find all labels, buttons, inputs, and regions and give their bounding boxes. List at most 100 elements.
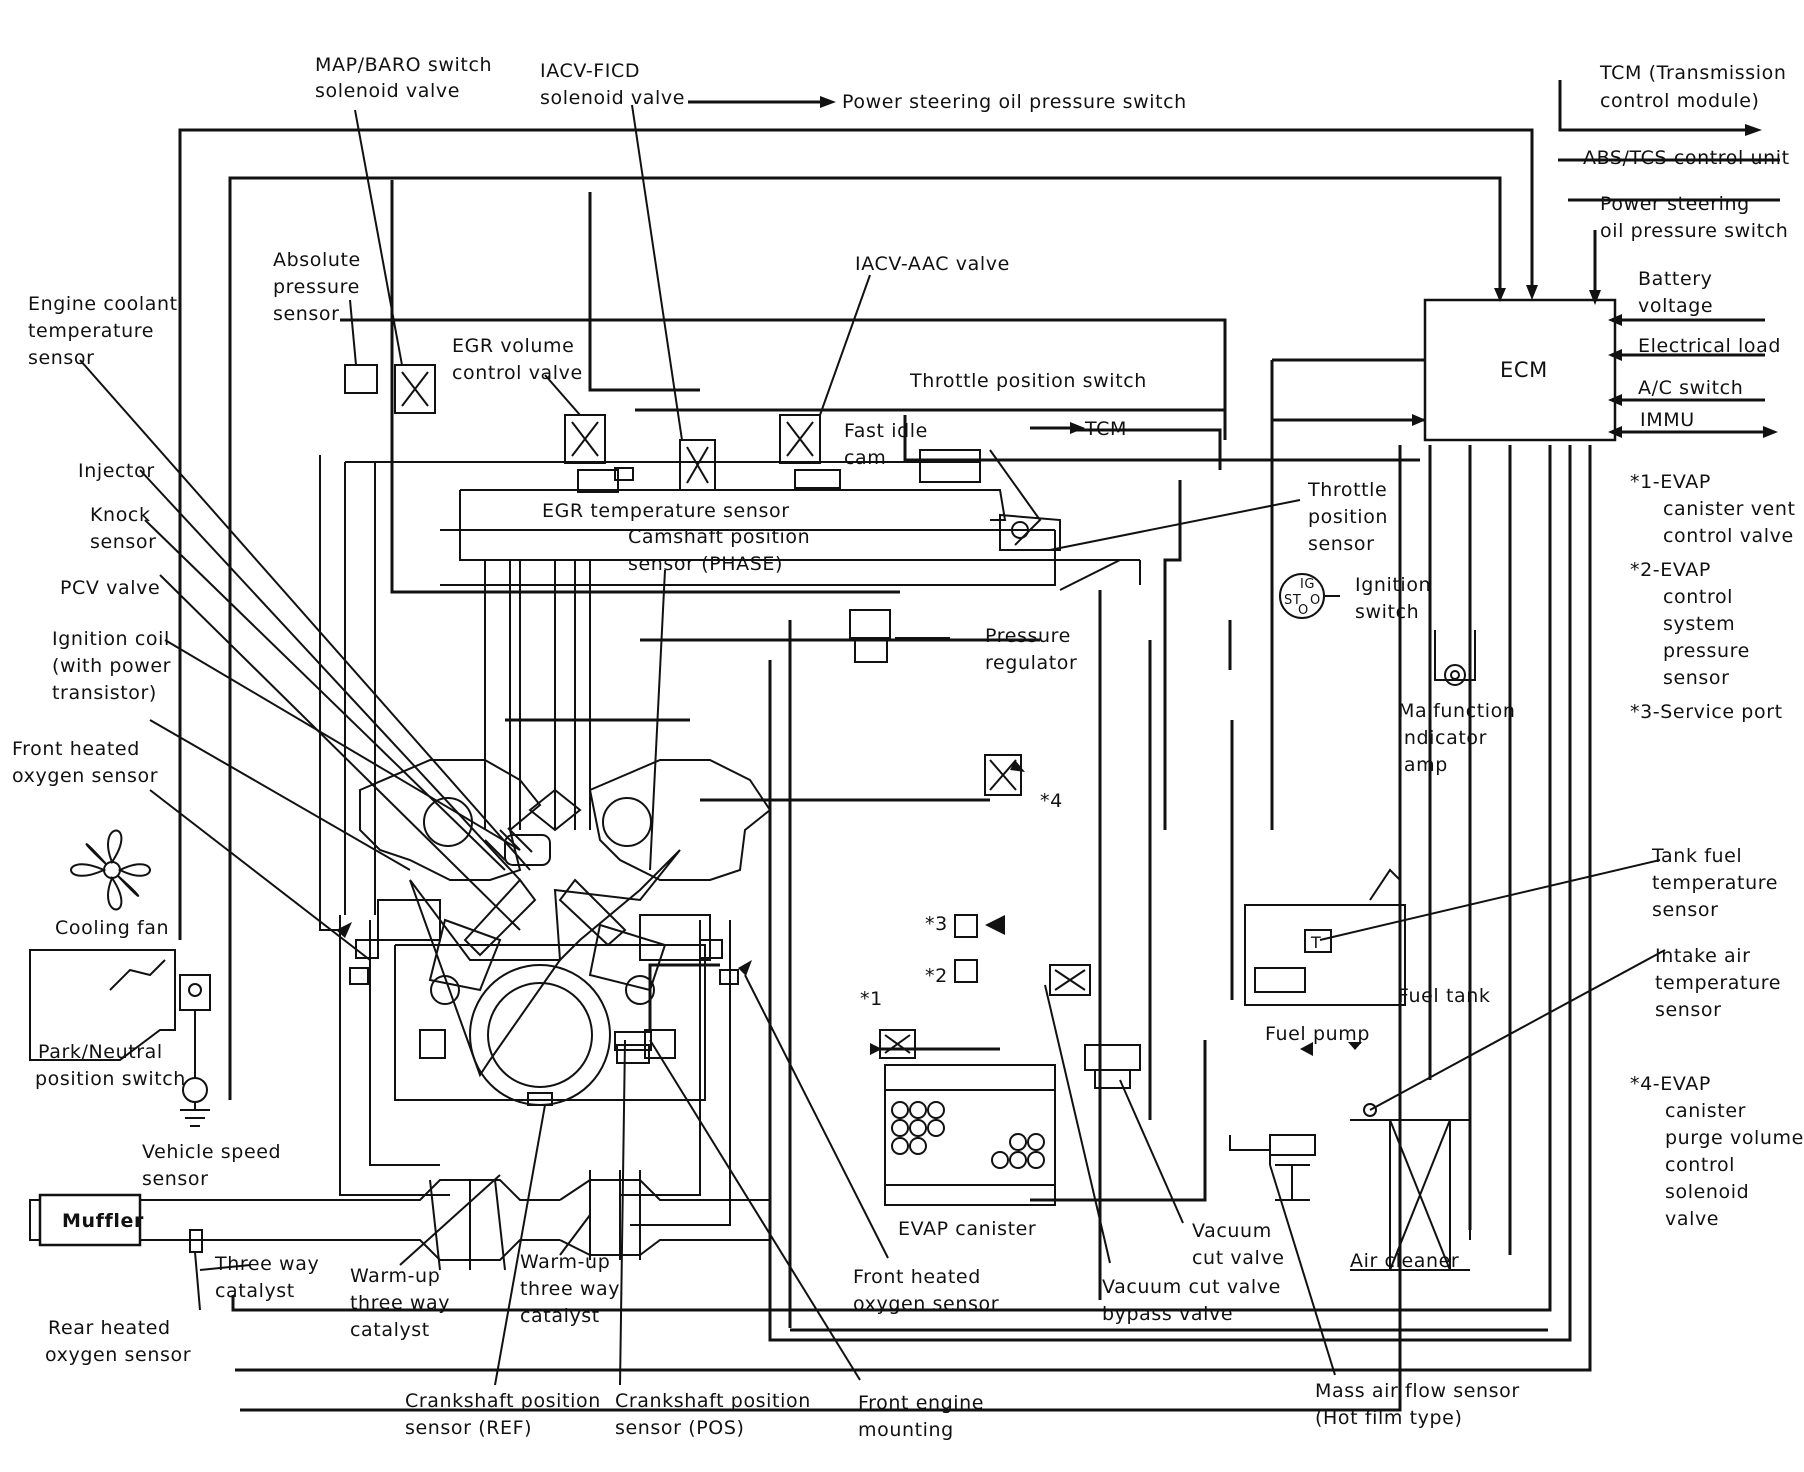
label-rear-o2-1: Rear heated bbox=[48, 1317, 171, 1339]
label-vacuum-cut-2: cut valve bbox=[1192, 1247, 1284, 1269]
label-pressure-regulator-2: regulator bbox=[985, 652, 1077, 674]
label-ignition-switch-2: switch bbox=[1355, 601, 1419, 623]
label-ac-switch: A/C switch bbox=[1638, 377, 1743, 399]
label-fuel-pump: Fuel pump bbox=[1265, 1023, 1370, 1045]
label-intake-air-3: sensor bbox=[1655, 999, 1722, 1021]
label-fuel-tank: Fuel tank bbox=[1398, 985, 1490, 1007]
label-vacuum-bypass-2: bypass valve bbox=[1102, 1303, 1233, 1325]
label-battery-2: voltage bbox=[1638, 295, 1713, 317]
leader-lines bbox=[79, 104, 1666, 1386]
label-intake-air-1: Intake air bbox=[1655, 945, 1751, 967]
label-camshaft-1: Camshaft position bbox=[628, 526, 810, 548]
label-mil-2: indicator bbox=[1398, 727, 1487, 749]
label-cooling-fan: Cooling fan bbox=[55, 917, 169, 939]
label-tank-fuel-temp-2: temperature bbox=[1652, 872, 1778, 894]
label-knock-1: Knock bbox=[90, 504, 151, 526]
label-vehicle-speed-2: sensor bbox=[142, 1168, 209, 1190]
label-tcm-2: control module) bbox=[1600, 90, 1760, 112]
label-knock-2: sensor bbox=[90, 531, 157, 553]
note-star3: *3-Service port bbox=[1630, 701, 1783, 723]
ig-symbol-o2: O bbox=[1298, 603, 1309, 618]
label-crank-ref-2: sensor (REF) bbox=[405, 1417, 532, 1439]
label-ps-switch-right-1: Power steering bbox=[1600, 193, 1750, 215]
signal-arrows bbox=[336, 80, 1780, 1056]
label-mil-3: lamp bbox=[1398, 754, 1448, 776]
top-components bbox=[344, 364, 1121, 663]
label-vacuum-cut-1: Vacuum bbox=[1192, 1220, 1272, 1242]
label-egr-volume-1: EGR volume bbox=[452, 335, 574, 357]
label-electrical-load: Electrical load bbox=[1638, 335, 1781, 357]
label-crank-pos-1: Crankshaft position bbox=[615, 1390, 811, 1412]
wiring-harness bbox=[178, 128, 1592, 1412]
label-crank-ref-1: Crankshaft position bbox=[405, 1390, 601, 1412]
label-battery-1: Battery bbox=[1638, 268, 1713, 290]
label-front-mount-2: mounting bbox=[858, 1419, 954, 1441]
t-symbol: T bbox=[1310, 933, 1321, 952]
label-three-way-1: Three way bbox=[214, 1253, 319, 1275]
label-ignition-coil-2: (with power bbox=[52, 655, 171, 677]
ecm-box bbox=[1423, 298, 1617, 442]
note-star4-1: *4-EVAP bbox=[1630, 1073, 1711, 1095]
label-pressure-regulator-1: Pressure bbox=[985, 625, 1071, 647]
intake-plenum bbox=[319, 455, 1141, 931]
ig-symbol-ig: IG bbox=[1300, 577, 1315, 592]
label-vacuum-bypass-1: Vacuum cut valve bbox=[1102, 1276, 1281, 1298]
note-star2-1: *2-EVAP bbox=[1630, 559, 1711, 581]
label-ecm: ECM bbox=[1500, 358, 1548, 382]
label-iacv-ficd-1: IACV-FICD bbox=[540, 60, 640, 82]
note-star4-5: solenoid bbox=[1665, 1181, 1749, 1203]
label-three-way-2: catalyst bbox=[215, 1280, 295, 1302]
label-warmup-left-2: three way bbox=[350, 1292, 450, 1314]
label-warmup-left-3: catalyst bbox=[350, 1319, 430, 1341]
label-front-mount-1: Front engine bbox=[858, 1392, 984, 1414]
note-star2-2: control bbox=[1663, 586, 1733, 608]
label-ps-switch-right-2: oil pressure switch bbox=[1600, 220, 1788, 242]
label-ignition-switch-1: Ignition bbox=[1355, 574, 1431, 596]
label-evap-canister: EVAP canister bbox=[898, 1218, 1036, 1240]
note-star2-5: sensor bbox=[1663, 667, 1730, 689]
label-tcm-small: TCM bbox=[1084, 418, 1127, 440]
label-maf-2: (Hot film type) bbox=[1315, 1407, 1462, 1429]
label-throttle-position-switch: Throttle position switch bbox=[909, 370, 1147, 392]
label-abs-tcs: ABS/TCS control unit bbox=[1583, 147, 1790, 169]
label-immu: IMMU bbox=[1640, 409, 1695, 431]
ignition-switch-icon bbox=[1279, 573, 1325, 619]
label-maf-1: Mass air flow sensor bbox=[1315, 1380, 1520, 1402]
evap-and-fuel-components bbox=[879, 630, 1476, 1271]
note-star1-2: canister vent bbox=[1663, 498, 1796, 520]
label-throttle-sensor-1: Throttle bbox=[1307, 479, 1387, 501]
note-star4-2: canister bbox=[1665, 1100, 1746, 1122]
label-egr-volume-2: control valve bbox=[452, 362, 583, 384]
note-star4-3: purge volume bbox=[1665, 1127, 1804, 1149]
label-front-o2-left-1: Front heated bbox=[12, 738, 140, 760]
tag-star2: *2 bbox=[925, 965, 948, 987]
label-throttle-sensor-3: sensor bbox=[1308, 533, 1375, 555]
label-tank-fuel-temp-1: Tank fuel bbox=[1651, 845, 1742, 867]
label-coolant-2: temperature bbox=[28, 320, 154, 342]
label-iacv-aac: IACV-AAC valve bbox=[855, 253, 1010, 275]
note-star2-3: system bbox=[1663, 613, 1735, 635]
note-star1-3: control valve bbox=[1663, 525, 1794, 547]
ig-symbol-st: ST bbox=[1284, 593, 1301, 608]
label-map-baro-1: MAP/BARO switch bbox=[315, 54, 492, 76]
label-ignition-coil-1: Ignition coil bbox=[52, 628, 170, 650]
label-front-o2-right-1: Front heated bbox=[853, 1266, 981, 1288]
label-tank-fuel-temp-3: sensor bbox=[1652, 899, 1719, 921]
tag-star4: *4 bbox=[1040, 790, 1063, 812]
label-park-neutral-2: position switch bbox=[35, 1068, 186, 1090]
note-star4-6: valve bbox=[1665, 1208, 1719, 1230]
label-pcv: PCV valve bbox=[60, 577, 160, 599]
label-crank-pos-2: sensor (POS) bbox=[615, 1417, 745, 1439]
label-intake-air-2: temperature bbox=[1655, 972, 1781, 994]
label-air-cleaner: Air cleaner bbox=[1350, 1250, 1459, 1272]
label-warmup-mid-2: three way bbox=[520, 1278, 620, 1300]
label-park-neutral-1: Park/Neutral bbox=[38, 1041, 163, 1063]
label-warmup-mid-1: Warm-up bbox=[520, 1251, 610, 1273]
label-fast-idle-2: cam bbox=[844, 447, 886, 469]
label-front-o2-right-2: oxygen sensor bbox=[853, 1293, 999, 1315]
label-warmup-mid-3: catalyst bbox=[520, 1305, 600, 1327]
label-absolute-2: pressure bbox=[273, 276, 360, 298]
label-throttle-sensor-2: position bbox=[1308, 506, 1388, 528]
label-fast-idle-1: Fast idle bbox=[844, 420, 928, 442]
